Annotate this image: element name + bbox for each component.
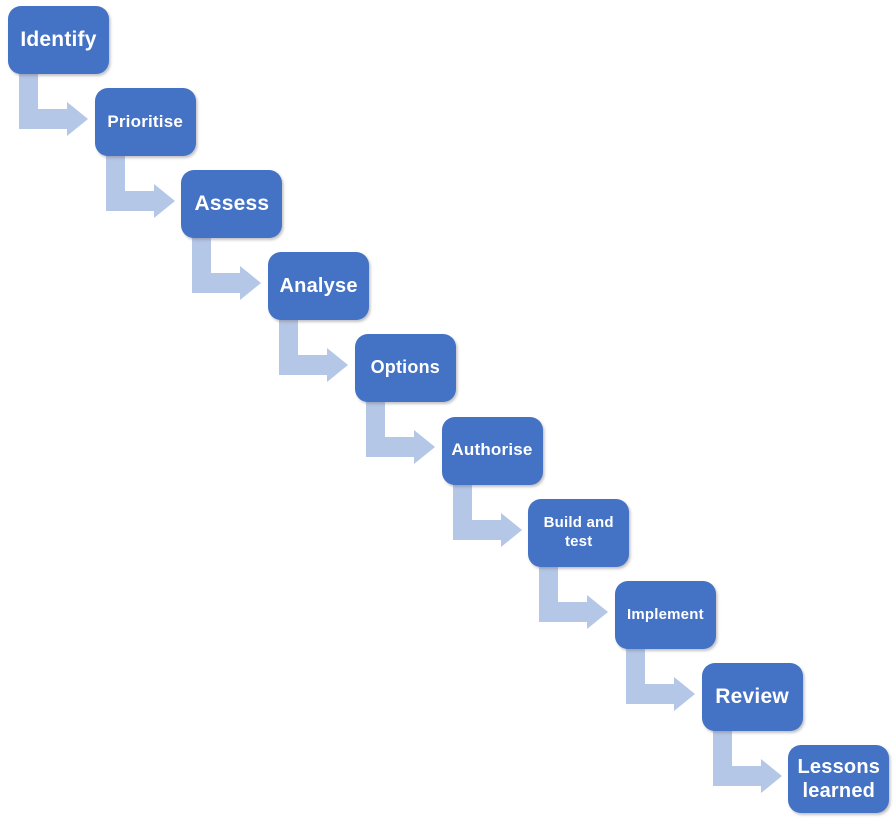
process-step: Identify <box>8 6 109 74</box>
step-label: Options <box>370 357 440 378</box>
step-label: Assess <box>194 192 270 216</box>
step-label: Authorise <box>451 440 533 460</box>
arrow-shape <box>539 565 609 629</box>
elbow-arrow-connector <box>365 401 435 465</box>
process-step: Analyse <box>268 252 370 321</box>
step-label: Prioritise <box>107 111 184 131</box>
arrow-shape <box>712 729 782 793</box>
process-step: Build and test <box>528 498 630 567</box>
arrow-shape <box>365 401 435 465</box>
elbow-arrow-connector <box>625 647 695 711</box>
process-step: Implement <box>614 580 716 649</box>
arrow-shape <box>625 647 695 711</box>
elbow-arrow-connector <box>19 73 88 136</box>
process-step: Assess <box>181 170 283 239</box>
elbow-arrow-connector <box>192 237 262 301</box>
elbow-arrow-connector <box>712 729 782 793</box>
process-step: Prioritise <box>94 88 196 157</box>
step-label: Analyse <box>279 275 358 298</box>
process-step: Options <box>354 334 456 403</box>
step-label: Review <box>715 684 789 708</box>
elbow-arrow-connector <box>279 319 349 383</box>
elbow-arrow-connector <box>105 155 175 219</box>
step-label: Identify <box>20 28 97 52</box>
arrow-shape <box>452 483 522 547</box>
process-step: Authorise <box>441 416 543 485</box>
arrow-shape <box>19 73 88 136</box>
process-step: Lessons learned <box>788 744 890 813</box>
arrow-shape <box>192 237 262 301</box>
elbow-arrow-connector <box>539 565 609 629</box>
process-step: Review <box>701 662 803 731</box>
arrow-shape <box>279 319 349 383</box>
step-label: Build and test <box>543 514 614 550</box>
step-label: Implement <box>626 605 704 623</box>
step-label: Lessons learned <box>797 755 881 802</box>
arrow-shape <box>105 155 175 219</box>
elbow-arrow-connector <box>452 483 522 547</box>
